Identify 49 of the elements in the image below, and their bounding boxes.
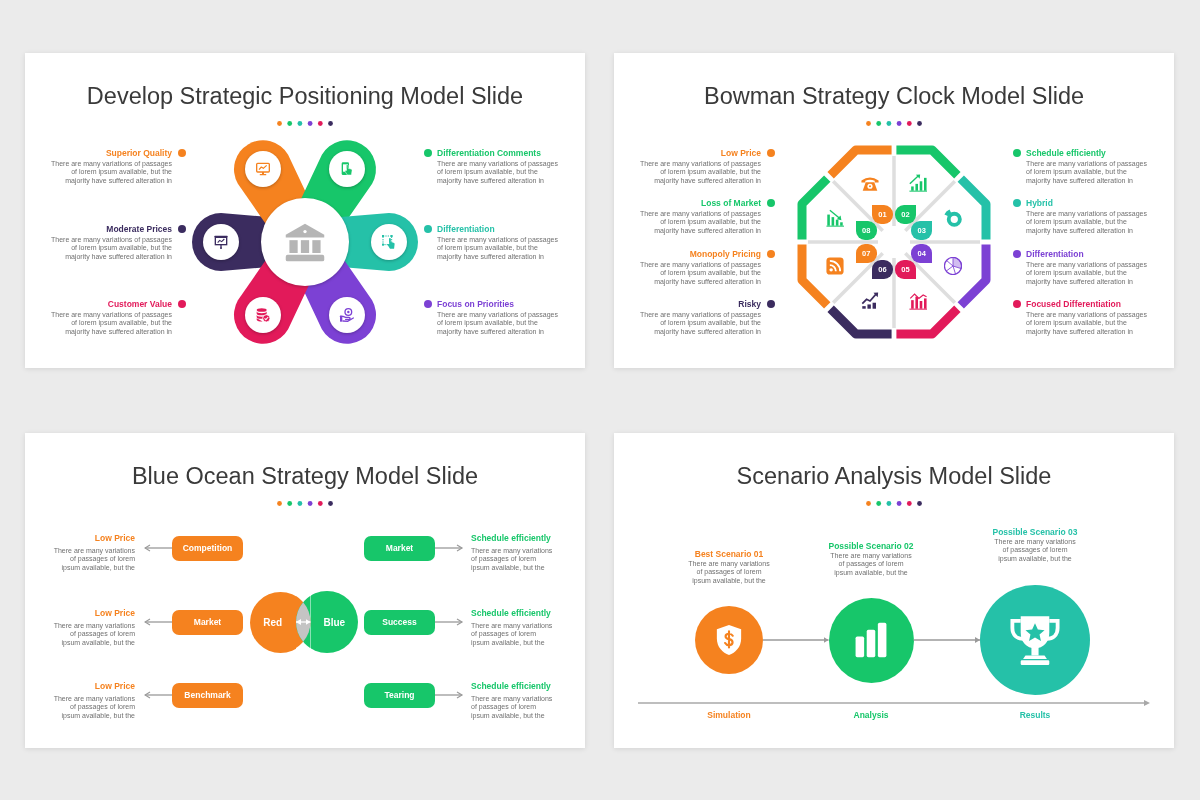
item-heading: Low Price [94, 533, 135, 543]
item-heading: Monopoly Pricing [689, 249, 761, 259]
arrow [144, 544, 173, 552]
item-heading: Low Price [94, 681, 135, 691]
item-heading: Schedule efficiently [471, 681, 551, 691]
slide-card [614, 433, 1174, 748]
item-heading: Superior Quality [105, 148, 172, 158]
item-heading: Moderate Prices [106, 224, 172, 234]
arrow [144, 618, 173, 626]
arrow [434, 691, 463, 699]
item-heading: Focus on Priorities [437, 299, 514, 309]
category-box: Competition [172, 535, 243, 561]
arrow [912, 637, 981, 643]
item-heading: Schedule efficiently [1026, 148, 1106, 158]
arrow [434, 544, 463, 552]
arrow [434, 618, 463, 626]
scenario-heading: Possible Scenario 02 [828, 541, 914, 551]
slide-title: Blue Ocean Strategy Model Slide [131, 462, 479, 490]
item-heading: Customer Value [107, 299, 172, 309]
item-heading: Differentiation [1026, 249, 1084, 259]
category-box: Benchmark [172, 682, 243, 708]
slide-title: Develop Strategic Positioning Model Slide [86, 82, 524, 110]
category-box: Success [364, 609, 435, 635]
item-heading: Differentiation Comments [437, 148, 541, 158]
arrow [762, 637, 830, 643]
scenario-heading: Possible Scenario 03 [992, 527, 1078, 537]
arrow [144, 691, 173, 699]
item-heading: Focused Differentiation [1026, 299, 1121, 309]
phase-label: Analysis [853, 710, 889, 720]
phase-label: Results [1019, 710, 1051, 720]
slide-card [25, 53, 585, 368]
slide-title: Bowman Strategy Clock Model Slide [703, 82, 1085, 110]
item-heading: Schedule efficiently [471, 608, 551, 618]
slide-card [614, 53, 1174, 368]
item-heading: Schedule efficiently [471, 533, 551, 543]
item-heading: Differentiation [437, 224, 495, 234]
scenario-heading: Best Scenario 01 [694, 549, 764, 559]
item-heading: Hybrid [1026, 198, 1053, 208]
double-arrow [295, 619, 312, 625]
category-box: Market [364, 535, 435, 561]
category-box: Market [172, 609, 243, 635]
category-box: Tearing [364, 682, 435, 708]
item-heading: Low Price [720, 148, 761, 158]
phase-label: Simulation [707, 710, 751, 720]
item-heading: Low Price [94, 608, 135, 618]
item-heading: Loss of Market [701, 198, 761, 208]
slide-card [25, 433, 585, 748]
slide-title: Scenario Analysis Model Slide [736, 462, 1052, 490]
item-heading: Risky [738, 299, 761, 309]
